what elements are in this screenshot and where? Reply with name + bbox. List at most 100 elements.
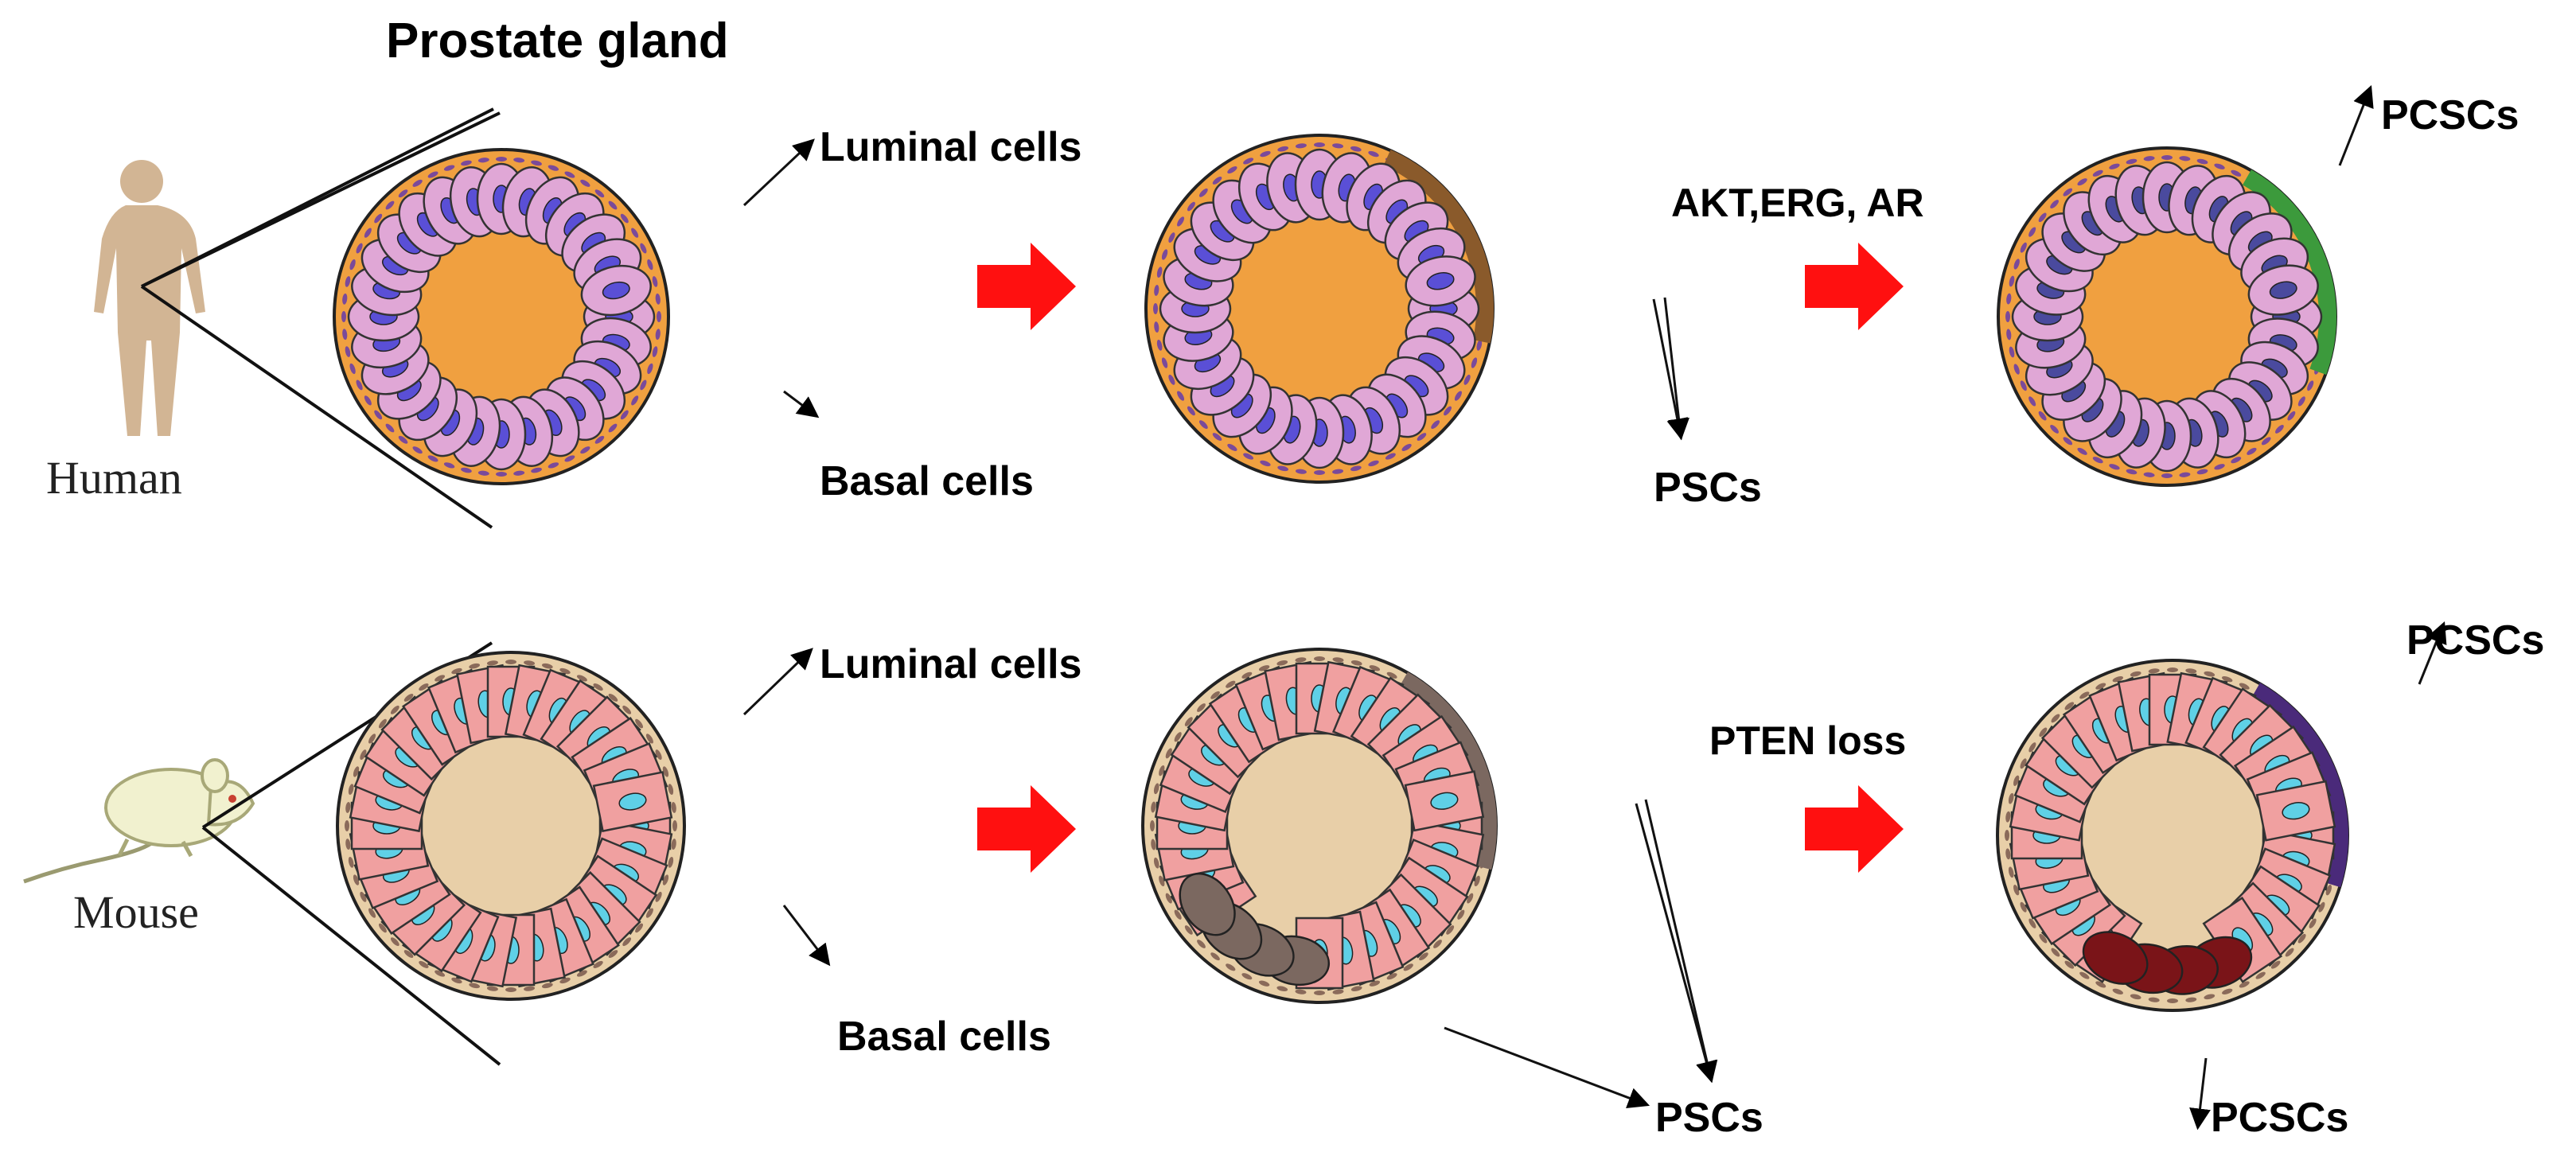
basal-cell — [1243, 453, 1254, 460]
basal-cell — [593, 960, 603, 968]
basal-cell — [1161, 357, 1168, 368]
basal-cell — [2008, 792, 2014, 804]
basal-cell — [505, 987, 516, 992]
basal-cell — [2179, 156, 2191, 162]
basal-cell — [662, 766, 669, 777]
basal-cell — [2077, 447, 2087, 455]
basal-cell — [1184, 717, 1193, 726]
human-factor-label: AKT,ERG, AR — [1671, 181, 1924, 225]
basal-cell — [2109, 464, 2120, 470]
basal-cell — [1174, 909, 1182, 920]
pointer-lines — [742, 84, 2447, 1131]
basal-cell — [2255, 971, 2266, 979]
basal-cell — [356, 243, 363, 254]
basal-cell — [1210, 952, 1220, 961]
basal-cell — [2050, 200, 2059, 208]
human-pcsc-label: PCSCs — [2381, 92, 2519, 138]
basal-cell — [2148, 997, 2160, 1002]
basal-cell — [1369, 980, 1381, 987]
basal-cell — [353, 874, 360, 885]
basal-cell — [672, 820, 677, 831]
basal-cell — [1332, 143, 1344, 149]
basal-cell — [548, 165, 559, 171]
basal-cell — [580, 446, 590, 454]
basal-cell — [2020, 380, 2027, 391]
basal-cell — [524, 660, 536, 666]
basal-cell — [655, 749, 662, 761]
basal-cell — [2161, 473, 2173, 478]
basal-cell — [1258, 980, 1270, 987]
stem-cell — [1179, 872, 1236, 936]
basal-cell — [2196, 158, 2208, 165]
basal-cell — [398, 189, 408, 198]
basal-cell — [1332, 989, 1344, 994]
basal-cell — [1227, 166, 1237, 174]
basal-cell — [2005, 848, 2011, 860]
basal-cell — [390, 937, 399, 947]
basal-cell — [2009, 346, 2015, 358]
basal-cell — [349, 363, 356, 375]
basal-cell — [1151, 801, 1156, 813]
basal-cell — [2079, 971, 2090, 979]
basal-cell — [345, 801, 351, 813]
species-label-human: Human — [46, 452, 182, 504]
basal-cell — [1197, 940, 1206, 948]
human-basal-label: Basal cells — [820, 458, 1034, 504]
basal-cell — [1454, 391, 1462, 401]
stem-cell-arc — [1398, 671, 1497, 870]
basal-cell — [368, 908, 376, 918]
basal-cell — [1457, 909, 1465, 920]
basal-cell — [385, 200, 395, 210]
basal-cell — [427, 455, 438, 462]
basal-cell — [1212, 433, 1222, 442]
basal-cell — [2214, 464, 2225, 470]
red-arrow-icon — [977, 243, 1904, 873]
basal-cell — [419, 683, 429, 691]
basal-cell — [1174, 732, 1182, 742]
mouse-pcsc-top-label: PCSCs — [2406, 617, 2544, 664]
basal-cell — [2063, 188, 2073, 197]
basal-cell — [2109, 163, 2120, 169]
basal-cell — [1386, 671, 1397, 679]
basal-cell — [564, 171, 575, 178]
basal-cell — [1277, 146, 1289, 152]
basal-cell — [608, 200, 618, 210]
basal-cell — [1385, 453, 1396, 460]
basal-cell — [2126, 469, 2138, 475]
basal-cell — [385, 423, 395, 433]
mouse-gland-psc — [1141, 648, 1498, 1004]
basal-cell — [378, 718, 387, 729]
basal-cell — [1471, 357, 1478, 368]
basal-cell — [403, 693, 414, 702]
basal-cell — [1332, 657, 1344, 663]
basal-cell — [1153, 303, 1158, 314]
basal-cell — [451, 977, 462, 984]
basal-cell — [2038, 212, 2047, 223]
zoom-lines — [140, 107, 501, 1066]
stem-cell — [2082, 931, 2149, 985]
basal-cell — [655, 891, 662, 902]
basal-cell — [2275, 425, 2284, 434]
basal-cell — [1446, 925, 1455, 935]
basal-cell — [469, 983, 481, 989]
basal-cell — [2325, 885, 2332, 896]
basal-cell — [2050, 425, 2059, 434]
basal-cell — [2231, 457, 2242, 464]
basal-cell — [576, 970, 587, 977]
basal-cell — [1463, 374, 1471, 385]
basal-cell — [2285, 948, 2294, 957]
basal-cell — [541, 663, 553, 669]
basal-cell — [477, 470, 489, 476]
basal-cell — [2185, 668, 2197, 674]
basal-cell — [1276, 660, 1288, 666]
basal-cell — [1210, 691, 1220, 699]
mouse-icon — [23, 758, 255, 884]
basal-cell — [2222, 988, 2233, 994]
basal-cell — [1350, 660, 1362, 666]
luminal-cell — [2247, 264, 2319, 316]
basal-cell — [398, 435, 408, 444]
basal-cell — [2013, 775, 2020, 786]
basal-cell — [368, 734, 376, 744]
basal-cell — [2143, 156, 2155, 162]
species-label-mouse: Mouse — [73, 886, 199, 938]
